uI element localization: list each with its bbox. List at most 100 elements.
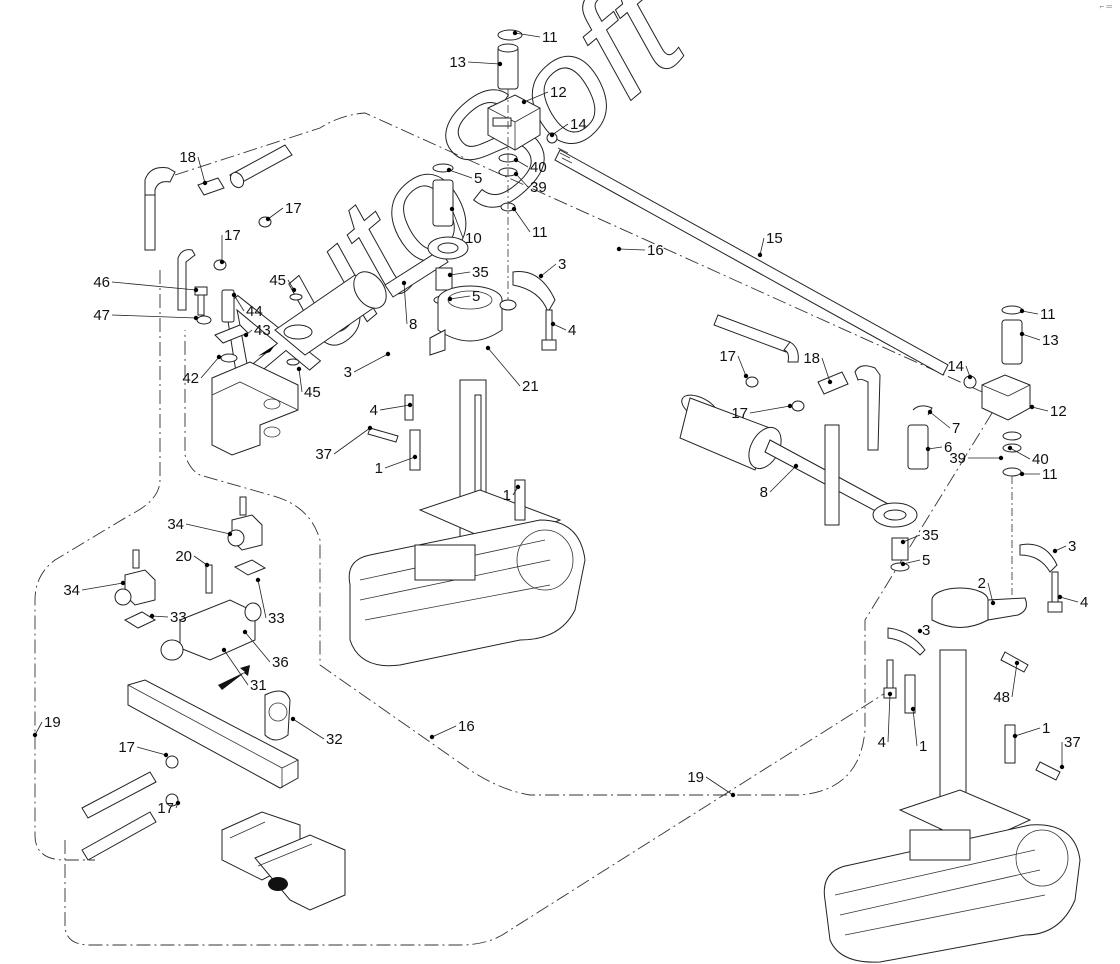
callout-1: 1 <box>503 484 521 504</box>
callout-label: 3 <box>344 364 352 381</box>
callout-leader <box>333 427 371 455</box>
callout-18: 18 <box>803 350 833 385</box>
callout-14: 14 <box>947 358 973 380</box>
callout-leader <box>927 446 943 450</box>
valve-assembly <box>114 496 291 741</box>
callout-dot <box>163 752 169 758</box>
callout-label: 14 <box>570 116 587 133</box>
callout-leader <box>1021 310 1039 315</box>
callout-label: 5 <box>922 552 930 569</box>
callout-leader <box>267 207 284 220</box>
callout-label: 18 <box>803 350 820 367</box>
hose-route-16 <box>174 112 1001 796</box>
callout-leader <box>749 405 791 414</box>
callout-39: 39 <box>949 450 1004 467</box>
callout-label: 1 <box>503 487 511 504</box>
callout-1: 1 <box>375 454 418 477</box>
callout-leader <box>292 718 325 740</box>
callout-44: 44 <box>231 292 263 320</box>
plug-48 <box>1000 651 1029 673</box>
callout-leader <box>912 708 918 747</box>
callout-dot <box>290 716 296 722</box>
callout-leader <box>431 725 457 738</box>
callout-label: 12 <box>550 84 567 101</box>
fitting-17c <box>745 376 759 388</box>
callout-11: 11 <box>511 206 548 241</box>
slew-ring-21 <box>429 285 517 356</box>
callout-label: 4 <box>878 734 886 751</box>
callout-12: 12 <box>521 84 567 105</box>
callout-leader <box>111 314 197 319</box>
callout-label: 17 <box>719 348 736 365</box>
callout-19: 19 <box>687 769 736 798</box>
callout-label: 36 <box>272 654 289 671</box>
callout-3: 3 <box>344 351 391 381</box>
callout-dot <box>827 379 833 385</box>
segment-3-top <box>512 271 557 351</box>
callout-label: 37 <box>1064 734 1081 751</box>
callout-label: 43 <box>254 322 271 339</box>
valve-31 <box>179 599 256 661</box>
callout-leader <box>1014 727 1041 737</box>
callout-37: 37 <box>1059 734 1081 770</box>
strap-1d <box>1004 724 1016 764</box>
callout-dot <box>265 216 271 222</box>
callout-leader <box>403 282 408 325</box>
hose-assembly-left <box>144 144 293 311</box>
callout-label: 39 <box>530 179 547 196</box>
callout-17: 17 <box>719 348 749 379</box>
top-pivot-assembly <box>487 29 558 300</box>
callout-dot <box>202 180 208 186</box>
callout-label: 31 <box>250 677 267 694</box>
track-carrier-right <box>823 649 1081 963</box>
fitting-17f <box>165 793 179 807</box>
callout-leader <box>1021 333 1041 341</box>
callout-2: 2 <box>978 575 996 606</box>
callout-dot <box>447 272 453 278</box>
callout-label: 11 <box>532 224 548 241</box>
callout-leader <box>1059 596 1079 603</box>
callout-dot <box>1014 660 1020 666</box>
callout-leader <box>197 156 206 184</box>
callout-1: 1 <box>910 706 927 755</box>
valve-bank <box>221 811 346 911</box>
callout-dot <box>743 373 749 379</box>
callout-dot <box>193 315 199 321</box>
callout-dot <box>1012 733 1018 739</box>
callout-leader <box>233 294 245 312</box>
callout-15: 15 <box>757 230 783 258</box>
callout-dot <box>787 403 793 409</box>
callout-dot <box>193 287 199 293</box>
callout-3: 3 <box>1052 538 1076 555</box>
callout-leader <box>987 582 994 604</box>
callout-label: 5 <box>472 288 480 305</box>
callout-dot <box>407 402 413 408</box>
callout-40: 40 <box>513 157 547 176</box>
callout-dot <box>1029 404 1035 410</box>
pin-13 <box>497 46 519 90</box>
callout-leader <box>737 355 747 377</box>
callout-dot <box>511 206 517 212</box>
callout-dot <box>219 259 225 265</box>
callout-21: 21 <box>485 345 539 395</box>
callout-leader <box>705 776 734 796</box>
callout-label: 13 <box>449 54 466 71</box>
callout-dot <box>367 425 373 431</box>
callout-leader <box>111 281 197 291</box>
callout-dot <box>925 446 931 452</box>
callout-47: 47 <box>93 307 199 324</box>
callout-label: 21 <box>522 378 539 395</box>
callout-dot <box>538 273 544 279</box>
callout-19: 19 <box>32 714 61 738</box>
callout-dot <box>513 171 519 177</box>
callout-dot <box>967 374 973 380</box>
callout-12: 12 <box>1029 403 1067 420</box>
left-bracket-group <box>194 286 303 456</box>
callout-label: 17 <box>118 739 135 756</box>
callout-leader <box>151 615 169 618</box>
track-carrier-center <box>348 379 586 667</box>
callout-dot <box>447 296 453 302</box>
slew-ring-right <box>883 537 1063 699</box>
